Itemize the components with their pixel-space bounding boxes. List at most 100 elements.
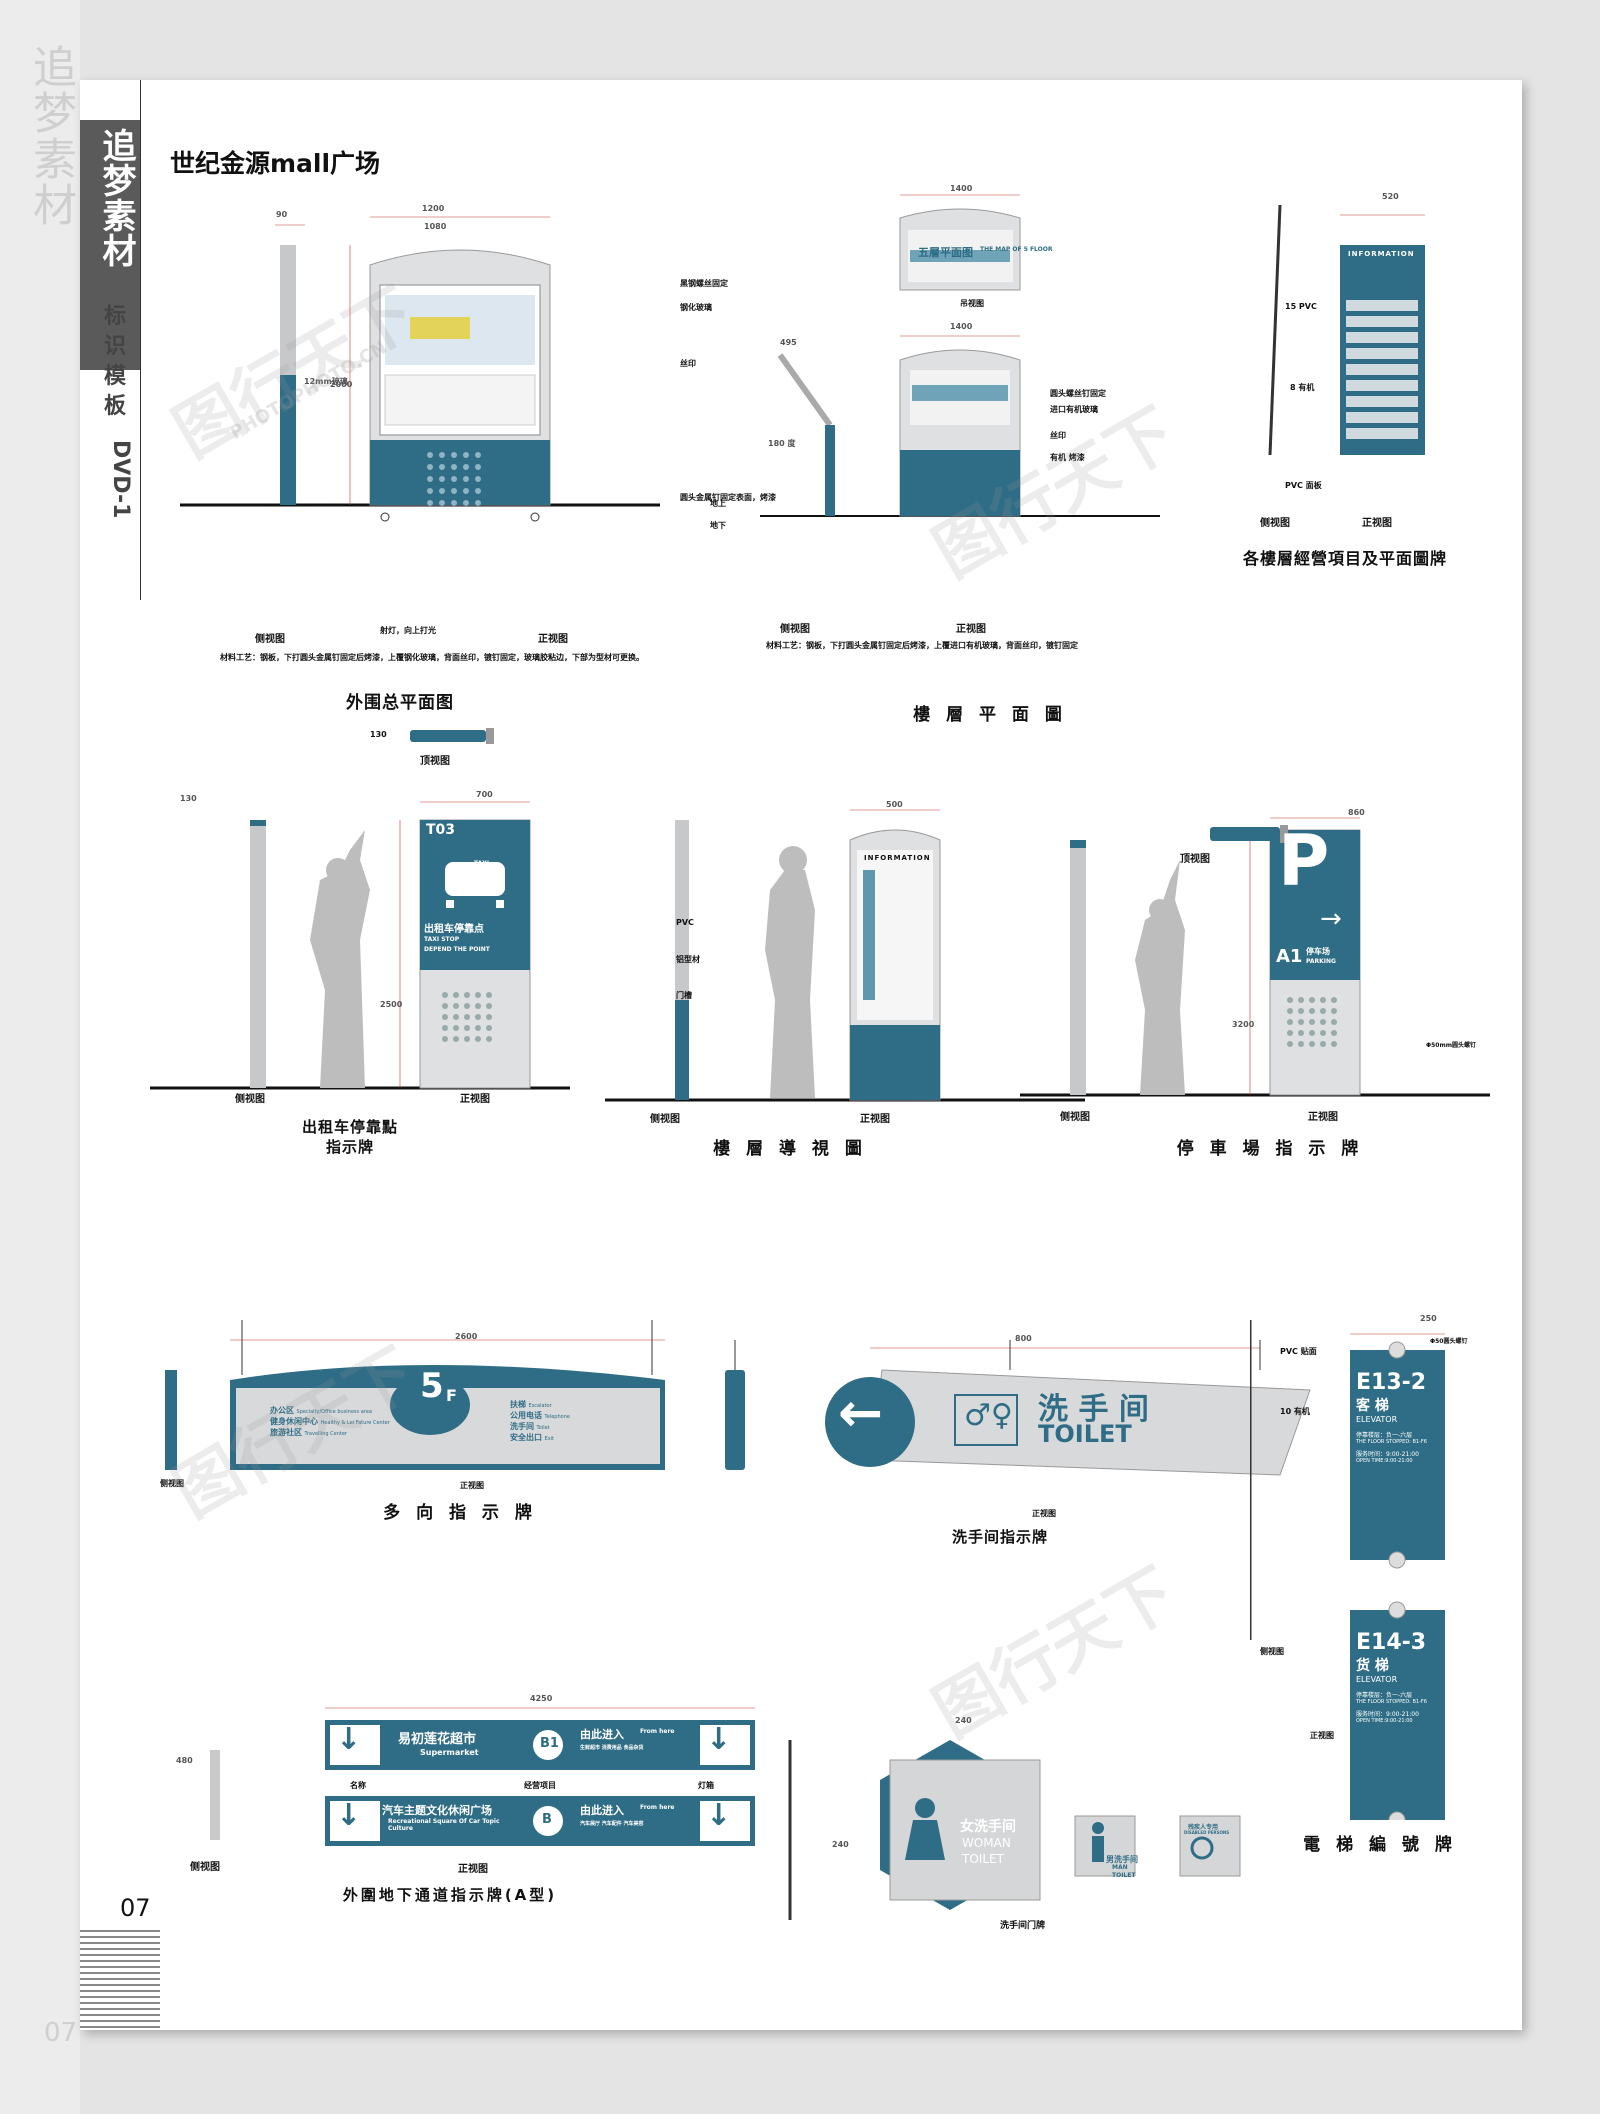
dot [463, 452, 469, 458]
dot [1320, 1008, 1326, 1014]
elevator-line: THE FLOOR STOPPED: B1-F6 [1356, 1439, 1427, 1445]
outer-dim-w2: 1080 [424, 222, 447, 231]
parking-dim-w: 860 [1348, 808, 1365, 817]
elevator-type: 客 梯 [1356, 1398, 1389, 1414]
outer-callout-4: 圆头金属钉固定表面，烤漆 [680, 493, 776, 502]
outer-dim-d1: 90 [276, 210, 288, 219]
floor-sign-title: 五層平面图 [918, 246, 973, 259]
underground-row-1-enter: 由此进入 [580, 1728, 624, 1741]
restroom-woman-en1: WOMAN [962, 1836, 1011, 1850]
outer-callout-1: 黑钢螺丝固定 [680, 279, 728, 288]
parking-arrow-icon: → [1320, 904, 1342, 934]
dot [475, 1003, 481, 1009]
dot [1287, 1041, 1293, 1047]
multi-left-list: 办公区 Specialty/Office business area 健身休闲中… [270, 1406, 390, 1439]
outer-dim-h: 2000 [330, 380, 353, 389]
underground-side-view-label: 侧视图 [190, 1862, 220, 1873]
restroom-woman-cn: 女洗手间 [960, 1819, 1016, 1835]
dot [1298, 1030, 1304, 1036]
page-title: 世纪金源mall广场 [170, 149, 381, 178]
directory-callout-2: 8 有机 [1290, 383, 1315, 392]
elevator-front-view-label: 正视图 [1310, 1731, 1334, 1740]
dot [1309, 1041, 1315, 1047]
dot [475, 1036, 481, 1042]
parking-front-view-label: 正视图 [1308, 1112, 1338, 1123]
outer-plan-drawing [180, 216, 660, 522]
restroom-man-en2: TOILET [1112, 1872, 1136, 1879]
elevator-line: THE FLOOR STOPPED: B1-F6 [1356, 1699, 1427, 1705]
elevator-line: 服务时间：9:00-21:00 [1356, 1711, 1419, 1718]
side-brand-tab [80, 120, 140, 370]
elevator-en: ELEVATOR [1356, 1415, 1398, 1424]
parking-top-view [1210, 825, 1288, 843]
toilet-label-en: TOILET [1038, 1420, 1132, 1448]
directory-dim-w: 520 [1382, 192, 1399, 201]
directory-front-view-label: 正视图 [1362, 518, 1392, 529]
directory-row [1346, 428, 1418, 439]
outer-ground-down: 地下 [710, 521, 726, 530]
multi-right-item: 扶梯 Escalator [510, 1400, 552, 1409]
guide-callout-3: 门槽 [676, 991, 692, 1000]
elevator-line: OPEN TIME:9:00-21:00 [1356, 1458, 1413, 1464]
parking-code: A1 [1276, 946, 1303, 967]
multi-right-list: 扶梯 Escalator 公用电话 Telephone 洗手间 Toilet 安… [510, 1400, 630, 1444]
floor-dim-w2: 1400 [950, 322, 973, 331]
taxi-label-en2: DEPEND THE POINT [424, 946, 490, 953]
restroom-door-drawing [788, 1740, 1241, 1920]
underground-label-biz: 经营项目 [524, 1781, 556, 1790]
directory-row [1346, 348, 1418, 359]
guide-side-view-label: 侧视图 [650, 1114, 680, 1125]
dot [1331, 1008, 1337, 1014]
dot [427, 452, 433, 458]
floor-callout-2: 进口有机玻璃 [1050, 405, 1098, 414]
dot [442, 1036, 448, 1042]
elevator-line: 停靠楼层：负一-六层 [1356, 1432, 1413, 1439]
dot [1287, 997, 1293, 1003]
dot [463, 488, 469, 494]
side-sub-char: 模 [103, 364, 126, 389]
elevator-callout-3: Φ50圆头螺钉 [1430, 1338, 1468, 1345]
outer-top-view [410, 728, 494, 744]
restroom-man-en1: MAN [1112, 1864, 1128, 1871]
elevator-callout-2: 10 有机 [1280, 1407, 1310, 1416]
toilet-front-view-label: 正视图 [1032, 1509, 1056, 1518]
outer-side-view-label: 侧视图 [255, 634, 285, 645]
underground-drawing [210, 1707, 755, 1846]
underground-row-1-name: 易初莲花超市 [398, 1732, 477, 1747]
dot [453, 1036, 459, 1042]
outer-dim-w1: 1200 [422, 204, 445, 213]
taxi-dim-d: 130 [180, 794, 197, 803]
dot [464, 992, 470, 998]
dot [475, 1014, 481, 1020]
underground-label-box: 灯箱 [698, 1781, 714, 1790]
dot [1298, 997, 1304, 1003]
dot [475, 488, 481, 494]
taxi-label-cn: 出租车停靠点 [424, 924, 484, 935]
elevator-code: E13-2 [1356, 1370, 1427, 1395]
toilet-sign-drawing [825, 1340, 1311, 1476]
outer-ground-up: 地上 [710, 499, 726, 508]
parking-label-en: PARKING [1306, 958, 1336, 965]
dot [464, 1014, 470, 1020]
dot [451, 452, 457, 458]
dot [439, 464, 445, 470]
multi-front-view-label: 正视图 [460, 1481, 484, 1490]
dot [475, 500, 481, 506]
dot [475, 1025, 481, 1031]
floor-hang-view: 吊视图 [960, 299, 984, 308]
outer-dim-glass: 12mm玻璃 [304, 377, 348, 386]
dot [453, 1014, 459, 1020]
floor-guide-caption: 樓 層 導 視 圖 [713, 1139, 867, 1159]
floor-front-view-label: 正视图 [956, 624, 986, 635]
directory-drawing [1268, 205, 1425, 456]
elevator-side-view-label: 侧视图 [1260, 1647, 1284, 1656]
dot [1287, 1019, 1293, 1025]
underground-row-2-enter-en: From here [640, 1804, 675, 1811]
taxi-label-en1: TAXI STOP [424, 936, 460, 943]
elevator-type: 货 梯 [1356, 1658, 1389, 1674]
taxi-caption-1: 出租车停靠點 [301, 1118, 398, 1136]
dot [439, 500, 445, 506]
guide-front-view-label: 正视图 [860, 1114, 890, 1125]
underground-front-view-label: 正视图 [458, 1864, 488, 1875]
floor-guide-drawing [605, 809, 1085, 1102]
